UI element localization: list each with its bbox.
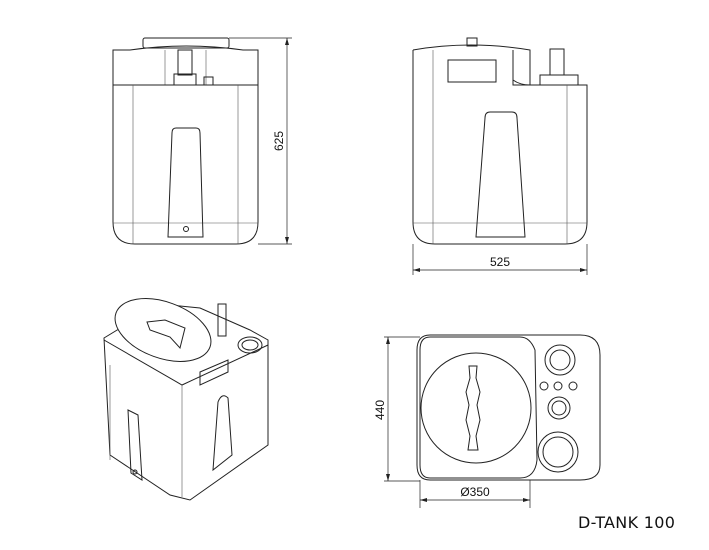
diameter-label: Ø350 — [460, 485, 490, 499]
height-dimension: 625 — [229, 37, 292, 245]
side-view — [412, 37, 588, 245]
product-title: D-TANK 100 — [578, 513, 676, 532]
isometric-view — [103, 298, 269, 501]
diameter-dimension: Ø350 — [419, 480, 531, 508]
width-label: 525 — [490, 255, 510, 269]
depth-dimension: 440 — [373, 336, 420, 482]
width-dimension: 525 — [412, 244, 588, 275]
top-view — [416, 334, 601, 481]
height-label: 625 — [272, 131, 286, 151]
drain-hole-icon — [183, 226, 189, 232]
front-view — [112, 37, 259, 245]
depth-label: 440 — [373, 400, 387, 420]
